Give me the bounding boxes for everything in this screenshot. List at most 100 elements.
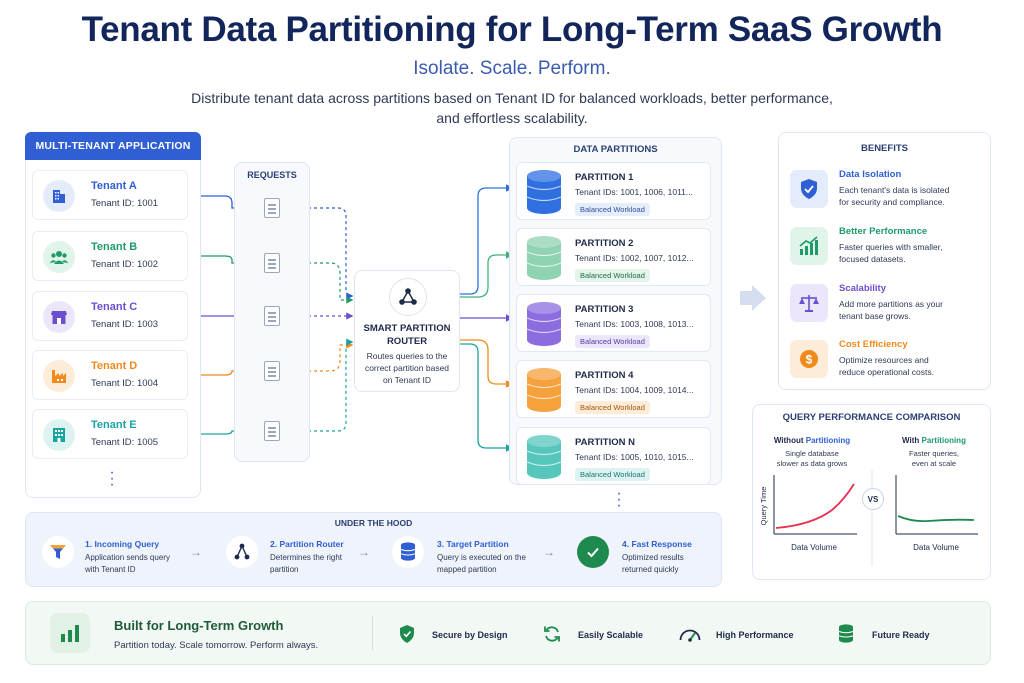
request-document-icon	[264, 198, 280, 218]
tenant-name: Tenant C	[91, 301, 138, 313]
partition-tenant-ids: Tenant IDs: 1001, 1006, 1011...	[575, 187, 693, 197]
benefit-name: Cost Efficiency	[839, 339, 908, 350]
benefit-text-line: reduce operational costs.	[839, 367, 934, 377]
benefits-title: BENEFITS	[861, 143, 908, 154]
router-icon	[226, 536, 258, 568]
partition-tenant-ids: Tenant IDs: 1003, 1008, 1013...	[575, 319, 694, 329]
benefit-item: Better Performance Faster queries with s…	[790, 225, 980, 275]
office-icon	[43, 419, 75, 451]
tenant-card[interactable]: Tenant A Tenant ID: 1001	[32, 170, 188, 220]
partition-tenant-ids: Tenant IDs: 1004, 1009, 1014...	[575, 385, 694, 395]
tenant-id: Tenant ID: 1003	[91, 319, 159, 330]
router-desc-line: correct partition based	[364, 363, 450, 373]
router-title-line: ROUTER	[386, 336, 428, 347]
heading-part: Without	[773, 436, 806, 445]
step-name: 2. Partition Router	[270, 539, 344, 549]
router-desc-line: on Tenant ID	[382, 375, 432, 385]
page-subtitle: Isolate. Scale. Perform.	[413, 58, 611, 79]
footer-feature-label: High Performance	[716, 630, 794, 640]
router-desc-line: Routes queries to the	[366, 351, 448, 361]
vs-badge: VS	[862, 488, 884, 510]
tenant-name: Tenant D	[91, 360, 138, 372]
benefit-text-line: Faster queries with smaller,	[839, 242, 943, 252]
database-icon	[526, 435, 562, 479]
page-title: Tenant Data Partitioning for Long-Term S…	[81, 10, 943, 49]
database-icon	[837, 623, 855, 650]
benefit-text: Faster queries with smaller,focused data…	[839, 241, 979, 265]
x-axis-label: Data Volume	[791, 543, 837, 552]
database-icon	[526, 236, 562, 280]
footer-banner	[25, 601, 991, 665]
note-line: even at scale	[911, 459, 957, 468]
with-partitioning-heading: With Partitioning	[884, 436, 984, 445]
shield-icon	[790, 170, 828, 208]
balanced-workload-badge: Balanced Workload	[575, 468, 650, 481]
step-text-line: returned quickly	[622, 565, 679, 574]
footer-title: Built for Long-Term Growth	[114, 618, 284, 633]
router-title: SMART PARTITION ROUTER	[354, 322, 460, 348]
benefit-item: Data Isolation Each tenant's data is iso…	[790, 168, 980, 218]
heading-part: Partitioning	[921, 436, 966, 445]
step-name: 3. Target Partition	[437, 539, 509, 549]
step-text-line: partition	[270, 565, 299, 574]
shield-icon	[398, 624, 416, 649]
query-performance-title: QUERY PERFORMANCE COMPARISON	[782, 412, 961, 423]
tenant-id: Tenant ID: 1005	[91, 437, 159, 448]
balanced-workload-badge: Balanced Workload	[575, 269, 650, 282]
gauge-icon	[678, 624, 702, 649]
request-document-icon	[264, 361, 280, 381]
tenant-name: Tenant E	[91, 419, 137, 431]
benefit-text-line: for security and compliance.	[839, 197, 945, 207]
heading-part: With	[902, 436, 922, 445]
benefit-text-line: Each tenant's data is isolated	[839, 185, 950, 195]
partition-name: PARTITION 1	[575, 172, 634, 183]
description-line: and effortless scalability.	[436, 110, 588, 126]
without-partitioning-heading: Without Partitioning	[762, 436, 862, 445]
tenant-card[interactable]: Tenant D Tenant ID: 1004	[32, 350, 188, 400]
tenant-card[interactable]: Tenant B Tenant ID: 1002	[32, 231, 188, 281]
benefit-text: Each tenant's data is isolated for securi…	[839, 184, 979, 208]
page-description: Distribute tenant data across partitions…	[0, 88, 1024, 128]
tenant-name: Tenant B	[91, 241, 138, 253]
partition-tenant-ids: Tenant IDs: 1002, 1007, 1012...	[575, 253, 694, 263]
step-arrow-icon: →	[358, 545, 370, 559]
tenant-card[interactable]: Tenant C Tenant ID: 1003	[32, 291, 188, 341]
partition-card[interactable]: PARTITION 1 Tenant IDs: 1001, 1006, 1011.…	[516, 162, 711, 220]
request-document-icon	[264, 306, 280, 326]
partition-card[interactable]: PARTITION 4 Tenant IDs: 1004, 1009, 1014.…	[516, 360, 711, 418]
benefit-name: Better Performance	[839, 226, 928, 237]
tenant-id: Tenant ID: 1001	[91, 198, 159, 209]
step-name: 4. Fast Response	[622, 539, 692, 549]
partition-name: PARTITION 4	[575, 370, 634, 381]
with-partitioning-curve	[897, 515, 975, 523]
footer-feature-label: Easily Scalable	[578, 630, 644, 640]
comparison-mini-charts: Query Time Data Volume Data Volume	[759, 470, 978, 566]
users-icon	[43, 241, 75, 273]
balanced-workload-badge: Balanced Workload	[575, 335, 650, 348]
chart-up-icon	[790, 227, 828, 265]
note-line: Faster queries,	[908, 449, 960, 458]
under-the-hood-title: UNDER THE HOOD	[334, 518, 413, 528]
tenant-card[interactable]: Tenant E Tenant ID: 1005	[32, 409, 188, 459]
footer-divider	[372, 616, 373, 650]
dollar-icon: $	[790, 340, 828, 378]
store-icon	[43, 301, 75, 333]
step-text-line: Query is executed on the	[437, 553, 526, 562]
balanced-workload-badge: Balanced Workload	[575, 401, 650, 414]
benefit-name: Scalability	[839, 283, 886, 294]
bar-chart-icon	[50, 613, 90, 653]
database-icon	[526, 368, 562, 412]
balanced-workload-badge: Balanced Workload	[575, 203, 650, 216]
benefit-name: Data Isolation	[839, 169, 902, 180]
router-description: Routes queries to the correct partition …	[356, 350, 458, 386]
step-arrow-icon: →	[543, 545, 555, 559]
benefit-text-line: Add more partitions as your	[839, 299, 943, 309]
building-icon	[43, 180, 75, 212]
partition-name: PARTITION N	[575, 437, 635, 448]
